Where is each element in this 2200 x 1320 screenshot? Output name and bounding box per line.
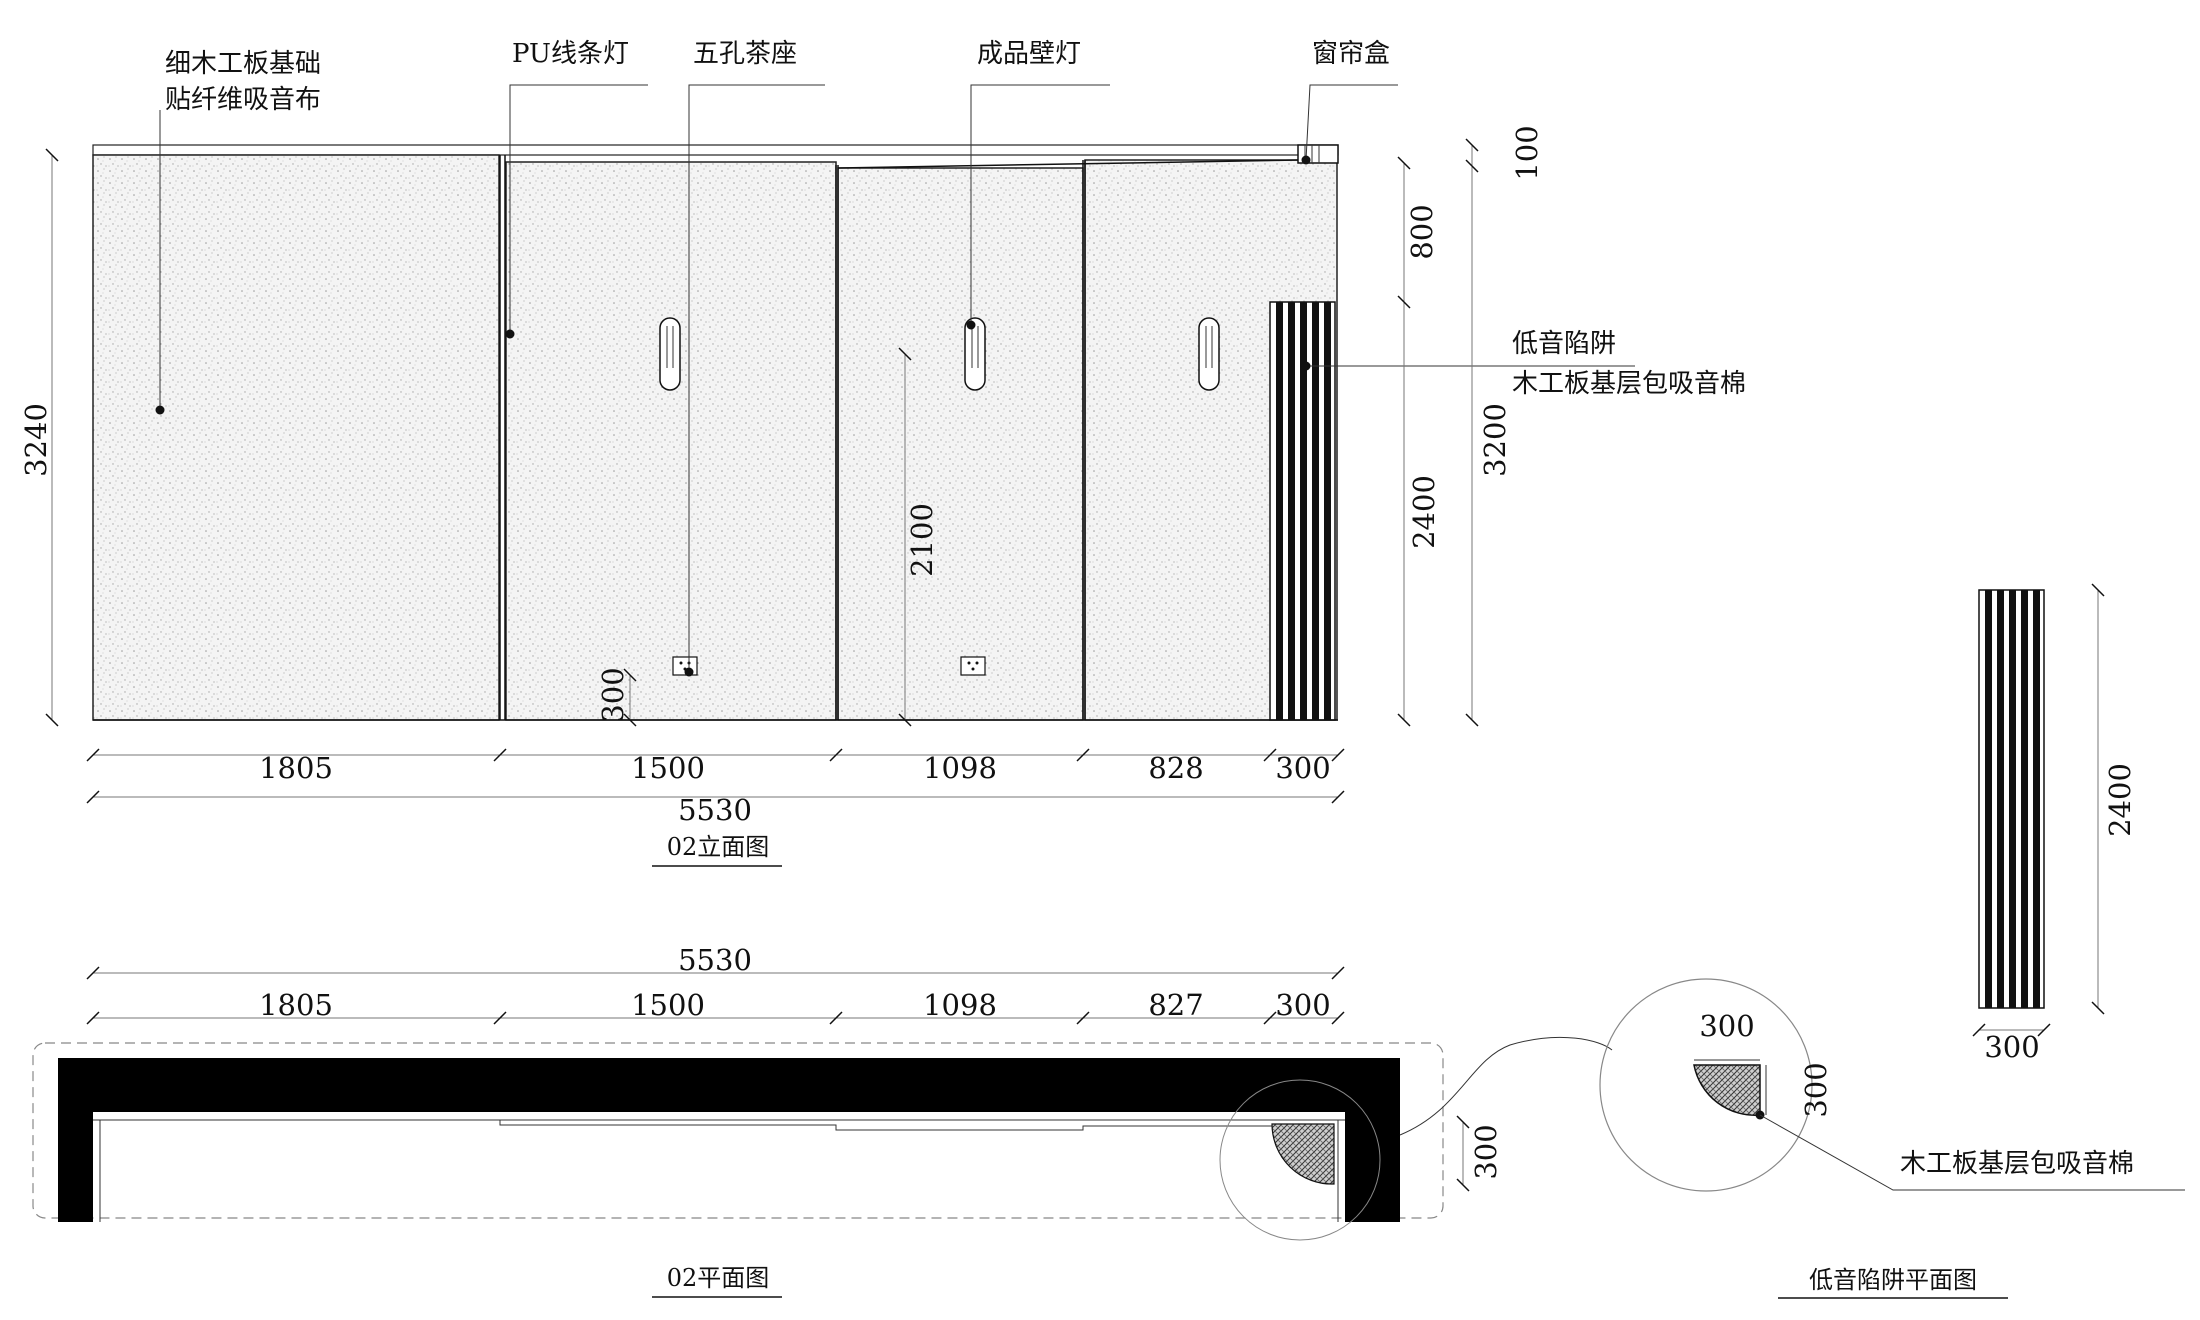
plan-bass-trap <box>1271 1123 1335 1185</box>
label-bass-trap-material: 木工板基层包吸音棉 <box>1512 369 1746 399</box>
label-pu-light: PU线条灯 <box>512 39 629 69</box>
label-socket: 五孔茶座 <box>693 39 797 69</box>
label-fabric-cover: 贴纤维吸音布 <box>165 85 321 115</box>
label-fabric-base: 细木工板基础 <box>165 49 321 79</box>
width-dimensions: 1805 1500 1098 828 300 5530 <box>86 748 1345 827</box>
leader-lines <box>155 84 1635 677</box>
trap-plan-detail: 300 300 木工板基层包吸音棉 低音陷阱平面图 <box>1399 978 2185 1299</box>
dim-seg-1: 1805 <box>259 751 333 785</box>
plan-view: 5530 1805 1500 1098 827 300 300 <box>32 943 1503 1298</box>
elevation-view: 细木工板基础 贴纤维吸音布 PU线条灯 五孔茶座 成品壁灯 窗帘盒 低音陷阱 木… <box>19 39 1746 867</box>
dim-upper: 800 <box>1405 204 1439 259</box>
dim-seg-2: 1500 <box>631 751 705 785</box>
detail-bass-trap <box>1693 1064 1761 1116</box>
trap-plan-title: 低音陷阱平面图 <box>1809 1266 1977 1294</box>
socket-icon <box>960 656 986 676</box>
right-height-dimensions: 800 2400 100 3200 <box>1397 125 1544 727</box>
plan-title: 02平面图 <box>667 1264 770 1292</box>
trap-elevation-detail: 2400 300 <box>1972 583 2137 1064</box>
wall-lamp <box>964 317 986 391</box>
dim-lower: 2400 <box>1407 475 1441 549</box>
dim-seg-4: 828 <box>1148 751 1203 785</box>
detail-dim-depth: 300 <box>1799 1062 1833 1117</box>
bass-trap-elevation <box>1269 301 1336 721</box>
wall-lamp <box>1198 317 1220 391</box>
plan-wall <box>58 1058 1400 1222</box>
dim-seg-3: 1098 <box>923 751 997 785</box>
dim-height-left: 3240 <box>19 403 53 477</box>
dim-lamp-height: 2100 <box>905 503 939 577</box>
wall-lamp <box>659 317 681 391</box>
trap-elev-dim-height: 2400 <box>2103 763 2137 837</box>
label-curtain-box: 窗帘盒 <box>1312 39 1390 69</box>
wall-panel-1 <box>92 154 500 721</box>
wall-panel-2 <box>505 161 837 721</box>
detail-material-label: 木工板基层包吸音棉 <box>1900 1149 2134 1179</box>
dim-socket-height: 300 <box>596 667 630 722</box>
plan-dim-seg-4: 827 <box>1148 988 1203 1022</box>
plan-dimensions: 5530 1805 1500 1098 827 300 <box>86 943 1345 1025</box>
label-wall-lamp: 成品壁灯 <box>977 39 1081 69</box>
plan-dim-seg-1: 1805 <box>259 988 333 1022</box>
plan-dim-total: 5530 <box>678 943 752 977</box>
dim-total: 5530 <box>678 793 752 827</box>
plan-dim-seg-5: 300 <box>1275 988 1330 1022</box>
elevation-title: 02立面图 <box>667 833 770 861</box>
dim-seg-5: 300 <box>1275 751 1330 785</box>
socket-height-dimension: 300 <box>596 667 637 727</box>
dim-top-gap: 100 <box>1510 125 1544 180</box>
plan-dim-seg-3: 1098 <box>923 988 997 1022</box>
wall-panel-3 <box>837 167 1084 721</box>
height-dimension: 3240 <box>19 148 59 727</box>
trap-elev-dim-width: 300 <box>1984 1030 2039 1064</box>
label-bass-trap: 低音陷阱 <box>1512 329 1616 359</box>
detail-dim-width: 300 <box>1699 1009 1754 1043</box>
plan-dim-trap-depth: 300 <box>1469 1124 1503 1179</box>
dim-right-total: 3200 <box>1478 403 1512 477</box>
plan-dim-seg-2: 1500 <box>631 988 705 1022</box>
lamp-height-dimension: 2100 <box>898 347 939 727</box>
